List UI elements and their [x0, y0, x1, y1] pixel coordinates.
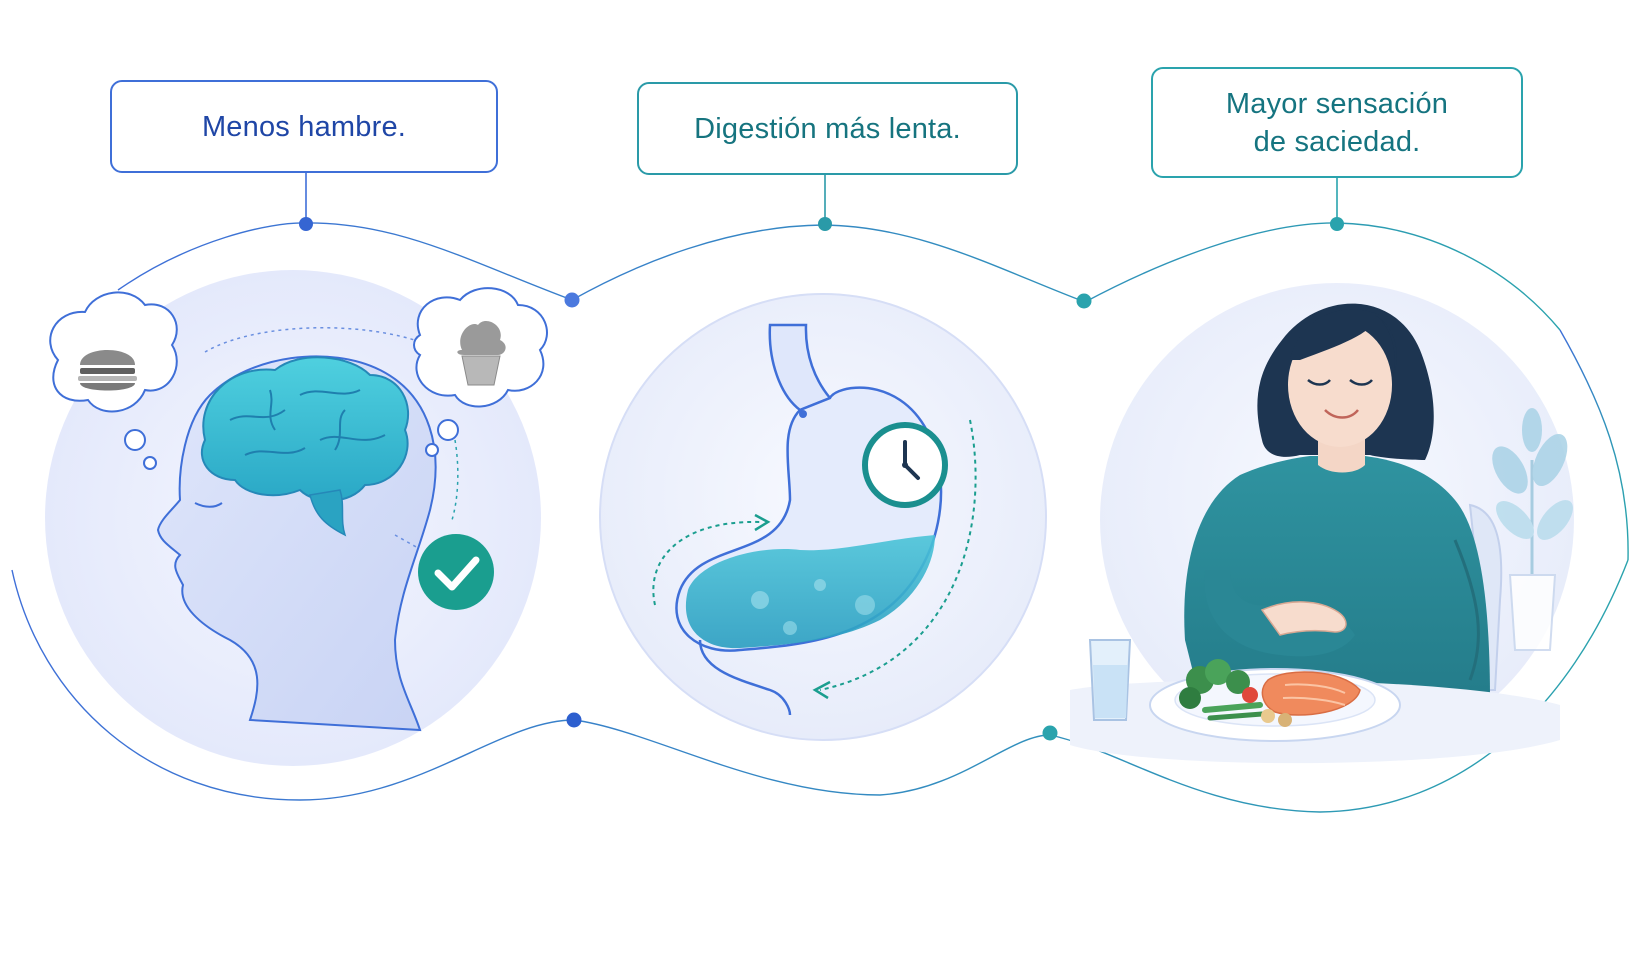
box-connectors	[305, 173, 1338, 222]
panel-satiety-illustration	[1070, 283, 1574, 764]
label-satiety-line-2: de saciedad.	[1253, 125, 1421, 158]
brain-icon	[200, 356, 410, 537]
plant-icon	[1492, 408, 1573, 651]
cupcake-icon	[457, 320, 506, 386]
panel-digestion-illustration	[599, 293, 1047, 741]
label-box-greater-satiety: Mayor sensación de saciedad.	[1151, 67, 1523, 178]
label-satiety-line-1: Mayor sensación	[1225, 87, 1449, 120]
panel-hunger-illustration	[45, 270, 548, 766]
check-icon	[418, 534, 494, 610]
connector-dots	[299, 217, 1344, 741]
burger-icon	[78, 350, 137, 391]
label-slower-digestion: Digestión más lenta.	[694, 112, 961, 145]
label-box-slower-digestion: Digestión más lenta.	[637, 82, 1018, 175]
closed-eye	[194, 502, 223, 508]
label-box-less-hunger: Menos hambre.	[110, 80, 498, 173]
plate-icon	[1149, 659, 1401, 742]
clock-icon	[862, 422, 948, 508]
thought-bubble-cupcake	[413, 287, 548, 457]
thought-bubble-burger	[49, 291, 178, 470]
label-less-hunger: Menos hambre.	[201, 110, 407, 143]
water-glass-icon	[1088, 639, 1132, 721]
